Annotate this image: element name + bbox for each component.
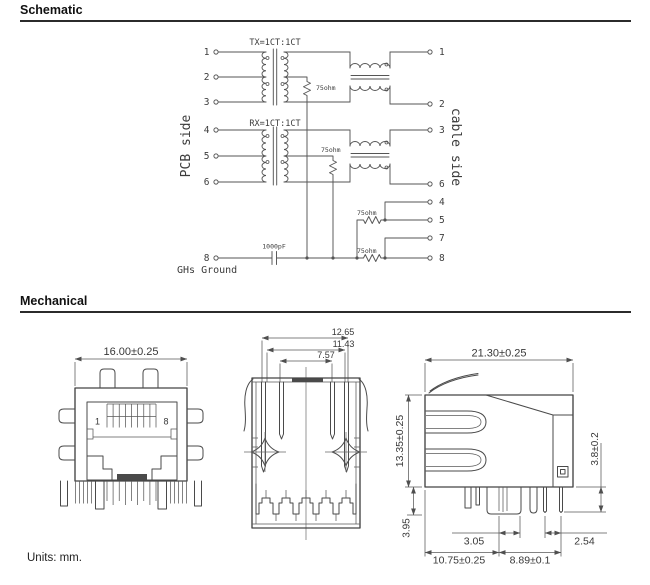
- front-jack-opening: [86, 401, 178, 481]
- pcb-pin-wires: [217, 51, 273, 259]
- bottom-body: [251, 377, 361, 529]
- side-standoff-dim: 3.95: [402, 518, 413, 538]
- side-shield-fold: [485, 394, 574, 488]
- cable-pin-7: 7: [439, 233, 445, 244]
- bottom-ext-lines: [261, 340, 349, 382]
- schematic-section-header: Schematic: [20, 3, 631, 22]
- front-width-dim: 16.00±0.25: [104, 346, 159, 358]
- front-ext-lines: [74, 362, 188, 386]
- side-front-to-post-dim: 10.75±0.25: [433, 555, 486, 567]
- rx-primary-winding: [261, 129, 267, 183]
- front-pin8-label: 8: [163, 417, 168, 427]
- bottom-view-drawing: 12.65 11.43 7.57: [243, 327, 369, 540]
- tx-primary-winding: [261, 51, 267, 103]
- cable-pin-numbers: 1 2 3 6 4 5 7 8: [439, 47, 445, 264]
- front-latch-bar: [117, 474, 147, 480]
- rx-resistor-value: 75ohm: [321, 146, 341, 154]
- front-latch-notches: [87, 428, 177, 440]
- cable-side-label: cable side: [448, 108, 463, 186]
- tx-termination-resistor: [283, 76, 311, 259]
- front-side-tabs: [58, 408, 204, 461]
- pcb-pin-1: 1: [204, 47, 210, 58]
- bottom-top-bar: [292, 378, 323, 382]
- pair78-resistor-value: 75ohm: [357, 247, 377, 255]
- cable-pin-2: 2: [439, 99, 445, 110]
- bottom-dim-outer: 12.65: [332, 327, 355, 337]
- tx-common-mode-choke: [283, 51, 429, 105]
- side-body: [424, 394, 574, 488]
- cable-pin-8: 8: [439, 253, 445, 264]
- front-contact-legs: [106, 481, 157, 505]
- bottom-posts: [261, 381, 349, 473]
- bottom-emi-wings: [243, 378, 369, 432]
- tx-core: [272, 48, 278, 106]
- cable-pin-4: 4: [439, 197, 445, 208]
- pcb-pin-2: 2: [204, 72, 210, 83]
- bottom-dim-inner: 7.57: [317, 350, 335, 360]
- rx-common-mode-choke: [283, 129, 429, 185]
- pcb-pin-3: 3: [204, 97, 210, 108]
- pcb-pin-6: 6: [204, 177, 210, 188]
- bottom-boss-left: [244, 432, 286, 472]
- cable-pin-3: 3: [439, 125, 445, 136]
- schematic-section-title: Schematic: [20, 3, 83, 17]
- side-indicator-square: [557, 466, 569, 478]
- front-pin1-label: 1: [95, 417, 100, 427]
- side-legs: [464, 486, 563, 515]
- units-note: Units: mm.: [27, 552, 82, 564]
- mechanical-section-title: Mechanical: [20, 294, 88, 308]
- pair45-resistor-value: 75ohm: [357, 209, 377, 217]
- ground-label: GHs Ground: [177, 265, 237, 276]
- front-contact-comb: [106, 403, 157, 428]
- pcb-side-label: PCB side: [179, 115, 194, 178]
- side-emi-whisker: [428, 373, 479, 394]
- pair45-termination: [356, 201, 429, 259]
- side-view-drawing: 21.30±0.25 13.35±0.25 3.95 3.8±0.2: [394, 348, 607, 567]
- bottom-wall-notches: [252, 437, 360, 468]
- bottom-spring-pins: [265, 490, 347, 521]
- cable-pin-terminals: [427, 49, 433, 261]
- side-post-to-pin-dim: 8.89±0.1: [510, 555, 551, 567]
- side-spring-fingers: [425, 410, 487, 472]
- side-lower-ext: [424, 490, 607, 557]
- cable-pin-6: 6: [439, 179, 445, 190]
- side-indicator-square-inner: [560, 469, 566, 475]
- rx-termination-resistor: [283, 155, 337, 259]
- side-post-dim: 3.05: [464, 536, 485, 548]
- tx-resistor-value: 75ohm: [316, 84, 336, 92]
- side-pinlen-dim: 3.8±0.2: [590, 432, 601, 466]
- pcb-pin-4: 4: [204, 125, 210, 136]
- pair78-termination: [356, 237, 429, 262]
- side-height-ext: [405, 394, 422, 488]
- schematic-diagram: TX=1CT:1CT RX=1CT:1CT 75ohm 75ohm 75ohm …: [177, 38, 463, 276]
- side-pitch-dim: 2.54: [574, 536, 595, 548]
- pcb-pin-terminals: [213, 49, 219, 261]
- front-shield-legs: [60, 480, 202, 510]
- ground-capacitor: [271, 251, 358, 265]
- front-view-drawing: 16.00±0.25 1 8: [58, 346, 204, 510]
- pcb-pin-numbers: 1 2 3 4 5 6 8: [204, 47, 210, 264]
- side-depth-dim: 21.30±0.25: [472, 348, 527, 360]
- front-top-tabs: [99, 368, 159, 389]
- bottom-dim-mid: 11.43: [333, 339, 355, 349]
- cable-pin-1: 1: [439, 47, 445, 58]
- front-latch-cavity: [86, 455, 178, 480]
- rx-ratio-label: RX=1CT:1CT: [249, 119, 300, 129]
- side-top-ext: [424, 363, 574, 392]
- cable-pin-5: 5: [439, 215, 445, 226]
- bottom-boss-right: [325, 432, 367, 472]
- rx-core: [272, 126, 278, 186]
- pcb-pin-5: 5: [204, 151, 210, 162]
- side-height-dim: 13.35±0.25: [394, 415, 406, 468]
- front-thin-legs: [75, 481, 187, 504]
- pcb-pin-8: 8: [204, 253, 210, 264]
- tx-transformer: [261, 48, 289, 106]
- front-body: [74, 387, 188, 482]
- capacitor-value: 1000pF: [262, 243, 286, 251]
- mechanical-section-header: Mechanical: [20, 294, 631, 313]
- tx-ratio-label: TX=1CT:1CT: [249, 38, 300, 48]
